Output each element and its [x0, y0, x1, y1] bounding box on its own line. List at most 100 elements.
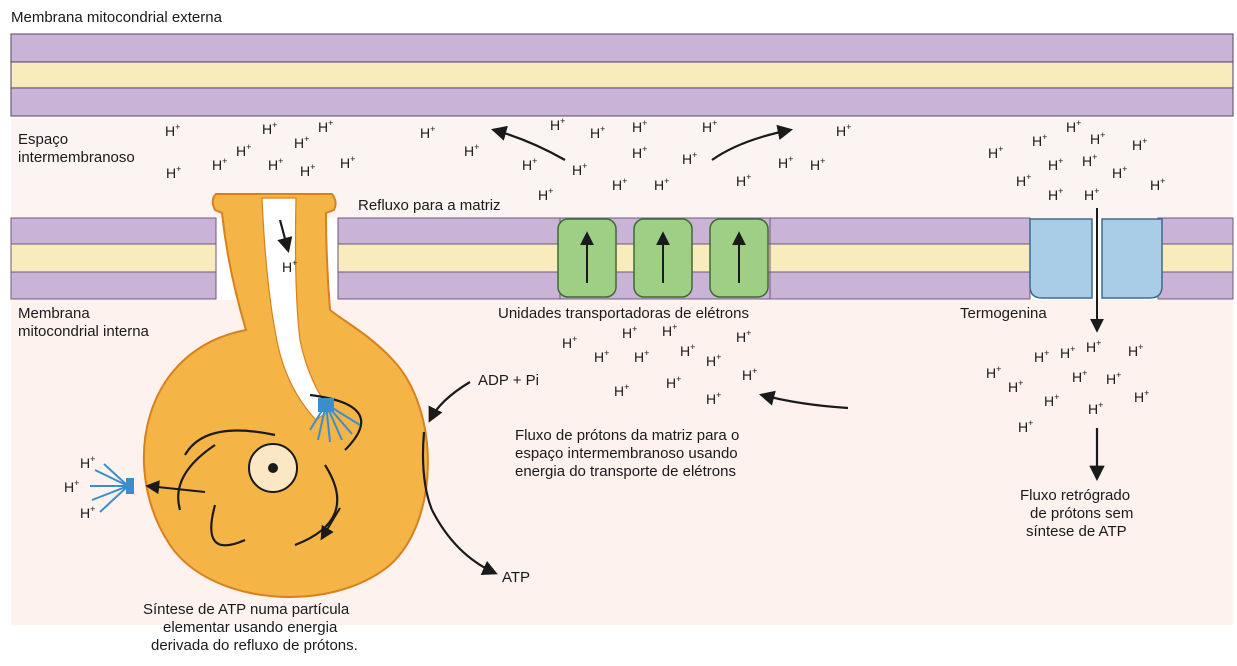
proton-symbol: H	[1008, 379, 1018, 395]
transporter-unit	[710, 219, 768, 297]
proton-charge: +	[1058, 156, 1063, 166]
proton-charge: +	[716, 352, 721, 362]
proton-symbol: H	[1044, 393, 1054, 409]
proton-symbol: H	[706, 353, 716, 369]
proton-symbol: H	[614, 383, 624, 399]
inner-membrane-segment	[1158, 218, 1233, 299]
proton-symbol: H	[836, 123, 846, 139]
proton-charge: +	[846, 122, 851, 132]
proton-symbol: H	[988, 145, 998, 161]
proton-symbol: H	[680, 343, 690, 359]
proton-charge: +	[746, 172, 751, 182]
proton-charge: +	[1094, 186, 1099, 196]
proton-charge: +	[310, 162, 315, 172]
proton-symbol: H	[268, 157, 278, 173]
proton-symbol: H	[702, 119, 712, 135]
proton-symbol: H	[1066, 119, 1076, 135]
proton-symbol: H	[662, 323, 672, 339]
proton-charge: +	[690, 342, 695, 352]
outer-membrane	[11, 34, 1233, 116]
proton-symbol: H	[538, 187, 548, 203]
retrograde-line1: Fluxo retrógrado	[1020, 487, 1130, 504]
proton-symbol: H	[632, 119, 642, 135]
proton-charge: +	[304, 134, 309, 144]
proton-symbol: H	[572, 162, 582, 178]
proton-symbol: H	[1150, 177, 1160, 193]
proton-charge: +	[1160, 176, 1165, 186]
proton-charge: +	[175, 122, 180, 132]
proton-charge: +	[292, 258, 297, 268]
proton-charge: +	[1054, 392, 1059, 402]
proton-charge: +	[664, 176, 669, 186]
proton-charge: +	[752, 366, 757, 376]
inner-membrane-label-line1: Membrana	[18, 305, 90, 322]
proton-charge: +	[1042, 132, 1047, 142]
proton-charge: +	[222, 156, 227, 166]
proton-charge: +	[642, 144, 647, 154]
proton-charge: +	[1028, 418, 1033, 428]
transporter-unit	[558, 219, 616, 297]
intermembrane-label-line2: intermembranoso	[18, 149, 135, 166]
proton-charge: +	[474, 142, 479, 152]
proton-charge: +	[998, 144, 1003, 154]
proton-charge: +	[430, 124, 435, 134]
proton-symbol: H	[1016, 173, 1026, 189]
proton-charge: +	[1122, 164, 1127, 174]
proton-charge: +	[692, 150, 697, 160]
proton-charge: +	[672, 322, 677, 332]
proton-symbol: H	[464, 143, 474, 159]
proton-charge: +	[350, 154, 355, 164]
proton-symbol: H	[594, 349, 604, 365]
proton-charge: +	[582, 161, 587, 171]
proton-symbol: H	[742, 367, 752, 383]
proton-symbol: H	[632, 145, 642, 161]
proton-charge: +	[272, 120, 277, 130]
proton-charge: +	[1070, 344, 1075, 354]
inner-membrane-segment	[338, 218, 560, 299]
proton-symbol: H	[1084, 187, 1094, 203]
synthesis-line3: derivada do refluxo de prótons.	[151, 637, 358, 654]
proton-charge: +	[600, 124, 605, 134]
proton-charge: +	[278, 156, 283, 166]
proton-symbol: H	[1018, 419, 1028, 435]
proton-symbol: H	[212, 157, 222, 173]
proton-charge: +	[712, 118, 717, 128]
proton-charge: +	[820, 156, 825, 166]
proton-symbol: H	[300, 163, 310, 179]
proton-charge: +	[532, 156, 537, 166]
synthesis-line1: Síntese de ATP numa partícula	[143, 601, 350, 618]
proton-charge: +	[632, 324, 637, 334]
proton-charge: +	[676, 374, 681, 384]
proton-symbol: H	[562, 335, 572, 351]
proton-charge: +	[90, 454, 95, 464]
proton-symbol: H	[612, 177, 622, 193]
proton-charge: +	[560, 116, 565, 126]
proton-symbol: H	[282, 259, 292, 275]
proton-symbol: H	[1086, 339, 1096, 355]
inner-membrane-segment	[11, 218, 216, 299]
proton-symbol: H	[682, 151, 692, 167]
proton-symbol: H	[80, 455, 90, 471]
proton-symbol: H	[1072, 369, 1082, 385]
proton-charge: +	[1044, 348, 1049, 358]
proton-charge: +	[604, 348, 609, 358]
proton-symbol: H	[1048, 157, 1058, 173]
electron-transport-label: Unidades transportadoras de elétrons	[498, 305, 749, 322]
proton-charge: +	[1092, 152, 1097, 162]
proton-symbol: H	[165, 123, 175, 139]
proton-charge: +	[644, 348, 649, 358]
proton-symbol: H	[1112, 165, 1122, 181]
proton-charge: +	[1076, 118, 1081, 128]
proton-charge: +	[176, 164, 181, 174]
proton-symbol: H	[550, 117, 560, 133]
proton-symbol: H	[1090, 131, 1100, 147]
proton-symbol: H	[262, 121, 272, 137]
proton-symbol: H	[1032, 133, 1042, 149]
proton-charge: +	[642, 118, 647, 128]
proton-symbol: H	[80, 505, 90, 521]
proton-charge: +	[1142, 136, 1147, 146]
proton-symbol: H	[736, 329, 746, 345]
proton-symbol: H	[1128, 343, 1138, 359]
proton-symbol: H	[1060, 345, 1070, 361]
